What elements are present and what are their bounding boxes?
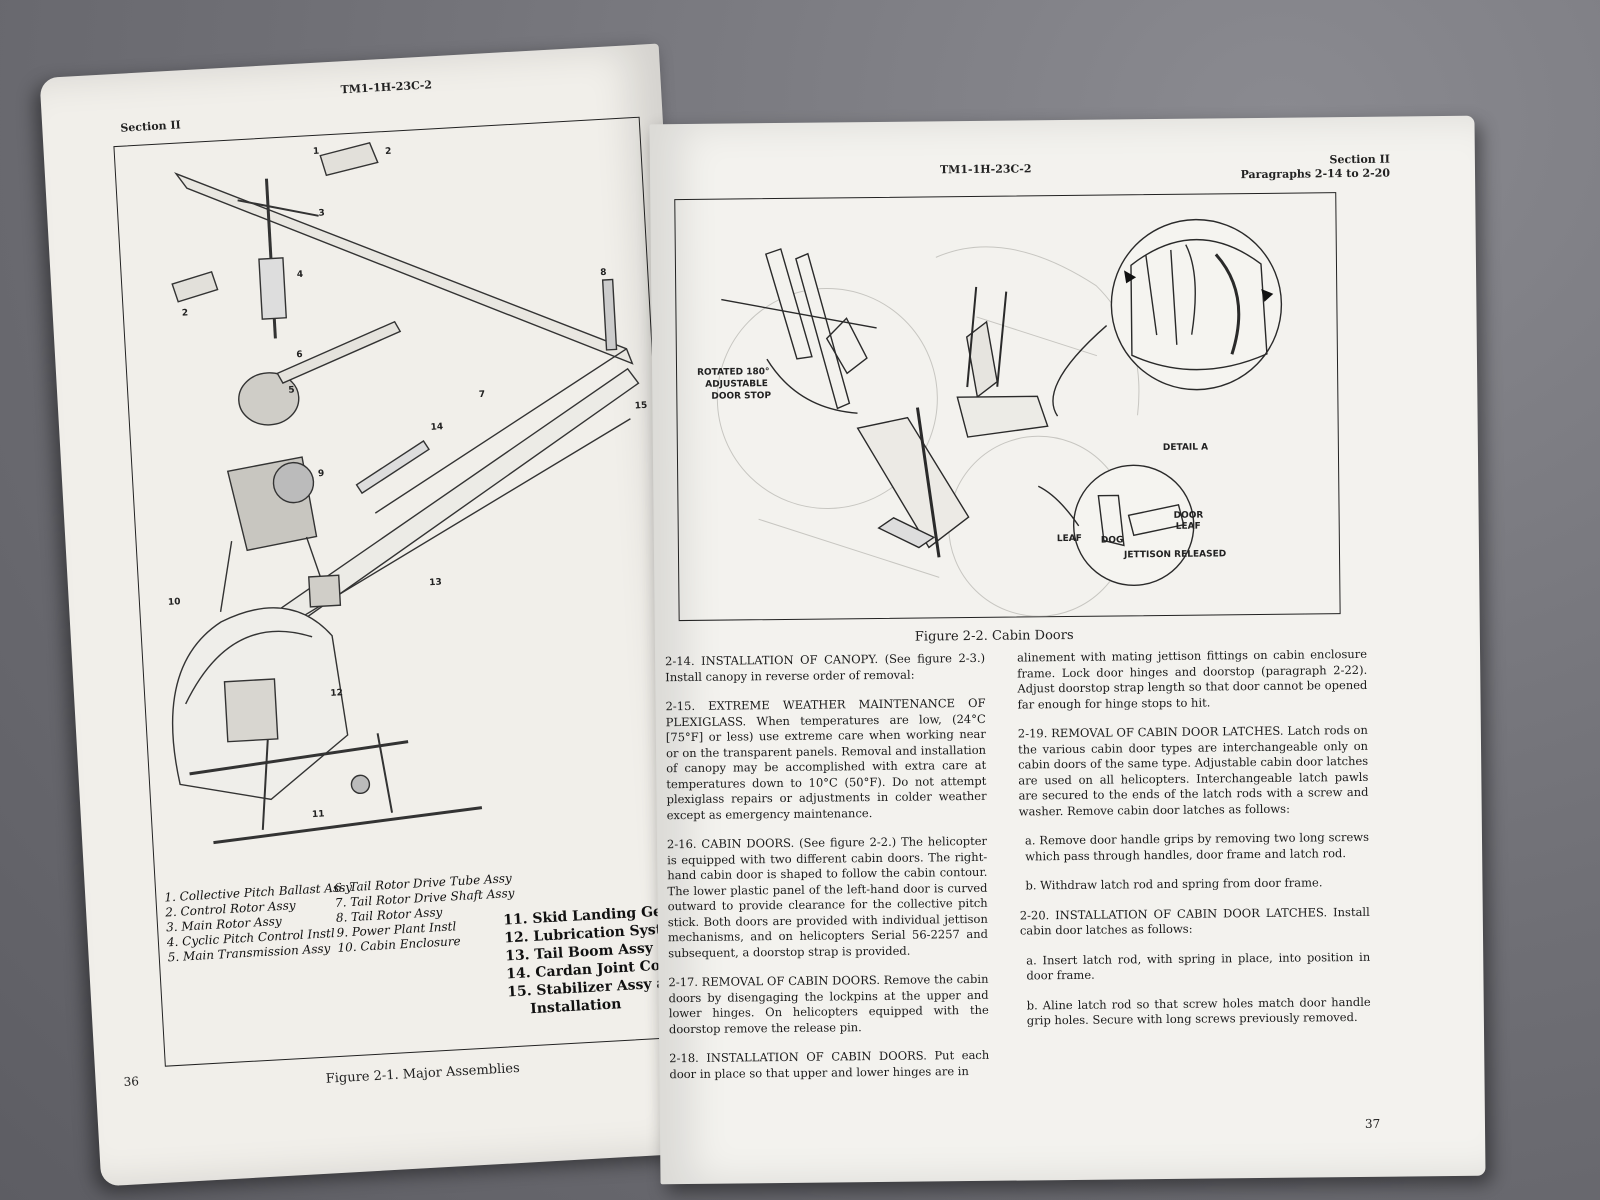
step-2-19-b: b. Withdraw latch rod and spring from do… — [1025, 875, 1323, 893]
left-header-code: TM1-1H-23C-2 — [340, 78, 433, 97]
callout-13: 13 — [429, 578, 442, 589]
major-assemblies-illustration: 1 2 2 3 4 5 6 7 8 9 10 11 12 13 14 15 — [168, 142, 648, 845]
label-door-stop: DOOR STOP — [711, 391, 771, 402]
callout-9: 9 — [318, 469, 325, 479]
callout-2b: 2 — [182, 308, 189, 318]
callout-14: 14 — [430, 422, 443, 433]
callout-1: 1 — [313, 147, 320, 157]
figure-2-1-caption: Figure 2-1. Major Assemblies — [325, 1060, 521, 1087]
callout-7: 7 — [479, 390, 486, 400]
step-2-20-a: a. Insert latch rod, with spring in plac… — [1026, 949, 1371, 983]
callout-12: 12 — [330, 688, 343, 699]
paragraph-2-19: 2-19. REMOVAL OF CABIN DOOR LATCHES. Lat… — [1017, 722, 1369, 819]
figure-2-2-caption: Figure 2-2. Cabin Doors — [914, 627, 1074, 645]
label-rotated: ROTATED 180° — [697, 367, 770, 378]
callout-2a: 2 — [385, 147, 392, 157]
left-page: TM1-1H-23C-2 Section II — [39, 43, 731, 1187]
paragraphs-range: Paragraphs 2-14 to 2-20 — [1240, 166, 1391, 182]
legend-column-1: 1. Collective Pitch Ballast Assy 2. Cont… — [164, 880, 356, 965]
label-jettison-released: JETTISON RELEASED — [1123, 549, 1226, 560]
callout-11: 11 — [312, 809, 325, 820]
left-section-label: Section II — [120, 118, 182, 135]
right-section-label: Section II — [1329, 152, 1390, 167]
text-column-left: 2-14. INSTALLATION OF CANOPY. (See figur… — [665, 651, 990, 1096]
right-header-code: TM1-1H-23C-2 — [939, 162, 1032, 177]
cabin-doors-illustration: ROTATED 180° ADJUSTABLE DOOR STOP DETAIL… — [697, 218, 1283, 617]
step-2-20-b: b. Aline latch rod so that screw holes m… — [1026, 994, 1371, 1028]
label-detail-a: DETAIL A — [1163, 443, 1208, 453]
right-page-number: 37 — [1364, 1116, 1381, 1131]
label-adjustable: ADJUSTABLE — [705, 379, 768, 390]
label-dog: DOG — [1101, 535, 1124, 545]
callout-10: 10 — [168, 597, 181, 608]
figure-2-2-frame: ROTATED 180° ADJUSTABLE DOOR STOP DETAIL… — [674, 192, 1341, 622]
left-page-number: 36 — [123, 1074, 140, 1090]
step-2-19-a: a. Remove door handle grips by removing … — [1024, 829, 1370, 863]
label-door: DOOR — [1174, 511, 1204, 521]
callout-3: 3 — [318, 208, 325, 218]
paragraph-2-15: 2-15. EXTREME WEATHER MAINTENANCE OF PLE… — [665, 695, 987, 822]
figure-2-1-frame: 1 2 2 3 4 5 6 7 8 9 10 11 12 13 14 15 1.… — [113, 116, 731, 1067]
callout-6: 6 — [296, 350, 303, 360]
right-page: TM1-1H-23C-2 Section II Paragraphs 2-14 … — [649, 115, 1486, 1185]
callout-8: 8 — [600, 268, 607, 278]
paragraph-2-16: 2-16. CABIN DOORS. (See figure 2-2.) The… — [666, 833, 989, 960]
paragraph-2-18: 2-18. INSTALLATION OF CABIN DOORS. Put e… — [669, 1047, 990, 1081]
legend-column-2: 6. Tail Rotor Drive Tube Assy 7. Tail Ro… — [334, 871, 518, 956]
paragraph-2-20: 2-20. INSTALLATION OF CABIN DOOR LATCHES… — [1019, 904, 1370, 938]
paragraph-2-18-cont: alinement with mating jettison fittings … — [1017, 646, 1368, 712]
callout-15: 15 — [634, 401, 647, 412]
callout-5: 5 — [288, 385, 295, 395]
callout-4: 4 — [297, 270, 304, 280]
label-leaf: LEAF — [1057, 534, 1082, 544]
text-column-right: alinement with mating jettison fittings … — [1017, 647, 1371, 1043]
paragraph-2-17: 2-17. REMOVAL OF CABIN DOORS. Remove the… — [668, 971, 989, 1036]
label-door-leaf: LEAF — [1176, 522, 1201, 532]
paragraph-2-14: 2-14. INSTALLATION OF CANOPY. (See figur… — [665, 650, 986, 684]
